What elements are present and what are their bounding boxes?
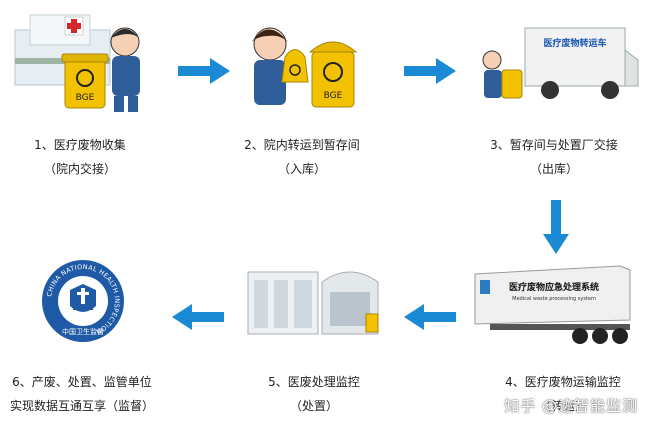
step-1-caption: 1、医疗废物收集 （院内交接） xyxy=(0,133,180,181)
health-inspection-emblem-icon: CHINA NATIONAL HEALTH INSPECTION 中国卫生监督 xyxy=(42,260,124,342)
step-1-sub: （院内交接） xyxy=(43,162,116,176)
step-2-caption: 2、院内转运到暂存间 （入库） xyxy=(202,133,402,181)
step-6-caption: 6、产废、处置、监管单位 实现数据互通互享（监督） xyxy=(0,370,182,418)
emblem-bottom-text: 中国卫生监督 xyxy=(62,327,104,336)
step-1-bin-text: BGE xyxy=(76,93,95,103)
step-3-label: 3、暂存间与处置厂交接 xyxy=(490,138,618,152)
step-4-illustration: 医疗废物应急处理系统 Medical waste processing syst… xyxy=(474,265,631,344)
step-2-illustration: BGE xyxy=(252,27,358,108)
step-5-label: 5、医废处理监控 xyxy=(268,375,360,389)
arrow-left-2 xyxy=(172,304,224,330)
step-1-illustration: BGE xyxy=(14,14,140,112)
step-3-sub: （出库） xyxy=(529,162,578,176)
step-4-label: 4、医疗废物运输监控 xyxy=(505,375,621,389)
arrow-right-1 xyxy=(178,58,230,84)
step-6-sub: 实现数据互通互享（监督） xyxy=(9,399,154,413)
step-3-caption: 3、暂存间与处置厂交接 （出库） xyxy=(454,133,654,181)
step-5-illustration xyxy=(247,271,379,335)
step-4-trailer-sub: Medical waste processing system xyxy=(512,296,596,302)
step-1-label: 1、医疗废物收集 xyxy=(34,138,126,152)
arrow-left-1 xyxy=(404,304,456,330)
arrow-right-2 xyxy=(404,58,456,84)
step-3-illustration: 医疗废物转运车 xyxy=(482,27,639,99)
step-5-sub: （处置） xyxy=(289,399,338,413)
arrow-down xyxy=(543,200,569,254)
step-2-label: 2、院内转运到暂存间 xyxy=(244,138,360,152)
step-2-sub: （入库） xyxy=(277,162,326,176)
step-6-label: 6、产废、处置、监管单位 xyxy=(12,375,152,389)
step-5-caption: 5、医废处理监控 （处置） xyxy=(214,370,414,418)
step-4-trailer-text: 医疗废物应急处理系统 xyxy=(509,281,599,293)
step-4-caption: 4、医疗废物运输监控 （转运） xyxy=(463,370,656,418)
step-3-truck-text: 医疗废物转运车 xyxy=(543,37,606,49)
step-2-bin-text: BGE xyxy=(324,91,343,101)
watermark: 知乎 @迹智能监测 xyxy=(504,397,638,415)
step-4-sub: （转运） xyxy=(538,399,587,413)
